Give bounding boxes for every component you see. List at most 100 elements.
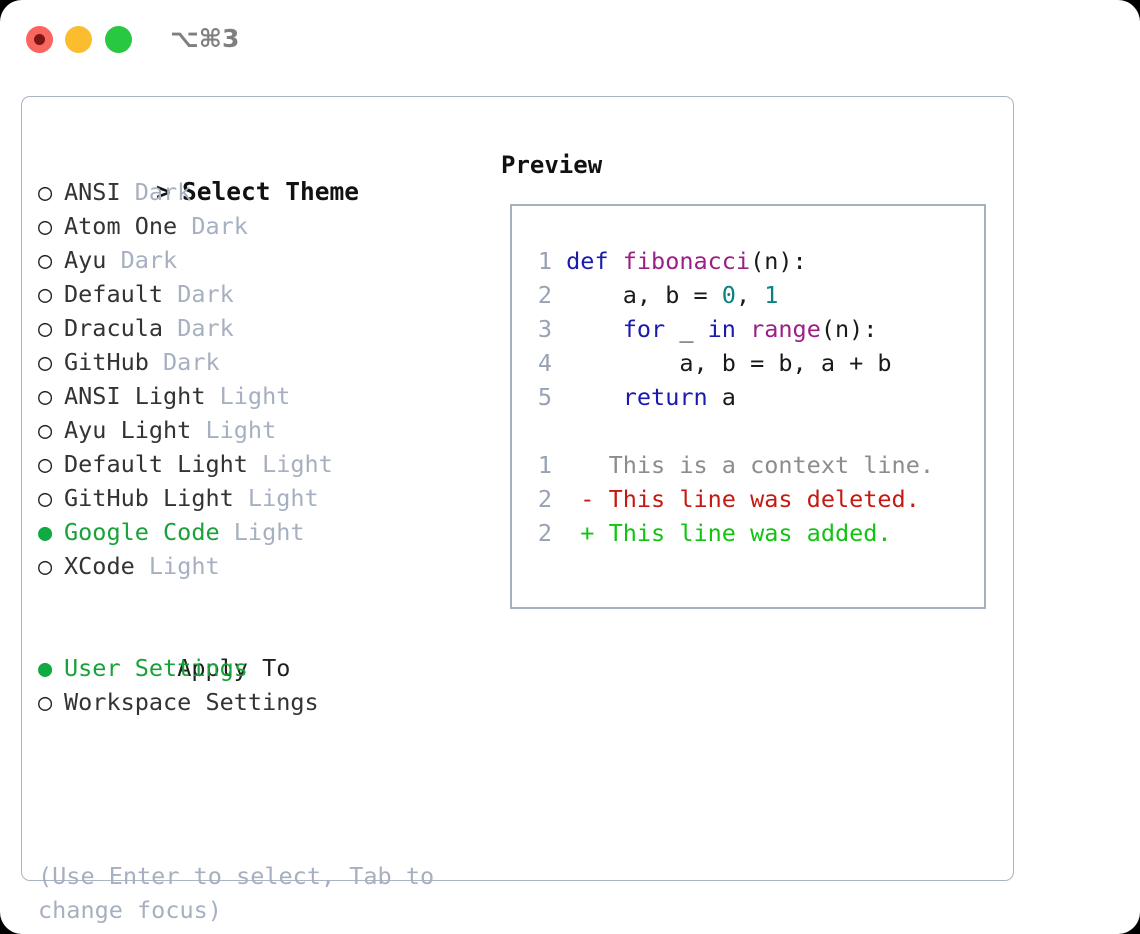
code-token-kw: in xyxy=(707,315,736,343)
theme-name: Default xyxy=(64,280,164,308)
code-line: 2 a, b = 0, 1 xyxy=(528,278,892,312)
list-spacer xyxy=(38,583,488,617)
theme-list-item[interactable]: ○ Dracula Dark xyxy=(38,311,488,345)
apply-to-label: Workspace Settings xyxy=(64,688,319,716)
theme-list-item[interactable]: ○Atom One Dark xyxy=(38,209,488,243)
theme-category-badge: Dark xyxy=(163,280,234,308)
code-token-txt: , xyxy=(735,281,765,309)
theme-category-badge: Dark xyxy=(163,314,234,342)
main-panel: >Select Theme ○ANSI Dark○Atom One Dark○A… xyxy=(21,96,1014,924)
theme-category-badge: Dark xyxy=(120,178,192,206)
preview-heading: Preview xyxy=(501,151,603,179)
code-token-txt: a, b = xyxy=(566,281,722,309)
code-token-txt xyxy=(609,247,623,275)
theme-list-item[interactable]: ○ XCode Light xyxy=(38,549,488,583)
theme-picker-column: >Select Theme ○ANSI Dark○Atom One Dark○A… xyxy=(38,141,488,719)
code-token-num: 0 xyxy=(721,281,736,309)
code-token-txt xyxy=(566,315,623,343)
code-token-num: 1 xyxy=(764,281,779,309)
line-number: 5 xyxy=(537,383,552,411)
title-bar: ⌥⌘3 xyxy=(0,0,1140,80)
radio-unselected-icon: ○ xyxy=(38,246,53,274)
line-number: 1 xyxy=(537,451,552,479)
theme-name: XCode xyxy=(64,552,135,580)
diff-line-text: + This line was added. xyxy=(552,519,892,547)
theme-list-item[interactable]: ● Google Code Light xyxy=(38,515,488,549)
theme-picker-header: >Select Theme xyxy=(38,141,488,206)
radio-unselected-icon: ○ xyxy=(38,382,53,410)
theme-name: Google Code xyxy=(64,518,220,546)
theme-name: Dracula xyxy=(64,314,164,342)
theme-list-item[interactable]: ○Ayu Light Light xyxy=(38,413,488,447)
theme-name: Ayu Light xyxy=(64,416,192,444)
radio-unselected-icon: ○ xyxy=(38,280,53,308)
diff-line-text: This is a context line. xyxy=(552,451,935,479)
keyboard-shortcut-label: ⌥⌘3 xyxy=(170,24,240,53)
code-token-txt xyxy=(736,315,750,343)
prompt-caret-icon: > xyxy=(156,177,171,206)
keyboard-hint: (Use Enter to select, Tab to change focu… xyxy=(38,862,435,924)
diff-line-text: - This line was deleted. xyxy=(552,485,920,513)
theme-name: ANSI xyxy=(64,178,121,206)
code-token-txt: a, b = b, a + b xyxy=(566,349,892,377)
radio-unselected-icon: ○ xyxy=(38,314,53,342)
radio-selected-icon: ● xyxy=(38,518,53,546)
theme-category-badge: Light xyxy=(219,518,305,546)
theme-category-badge: Dark xyxy=(106,246,178,274)
apply-to-item[interactable]: ○ Workspace Settings xyxy=(38,685,488,719)
theme-list-item[interactable]: ○ ANSI Dark xyxy=(38,175,488,209)
theme-list-item[interactable]: ○GitHub Light Light xyxy=(38,481,488,515)
code-line: 3 for _ in range(n): xyxy=(528,312,892,346)
theme-name: GitHub Light xyxy=(64,484,234,512)
theme-list: ○ANSI Dark○Atom One Dark○Ayu Dark○Defaul… xyxy=(38,175,488,583)
line-number: 1 xyxy=(537,247,552,275)
diff-line: 1 This is a context line. xyxy=(528,448,934,482)
apply-to-heading: Apply To xyxy=(177,654,291,682)
theme-list-item[interactable]: ○Default Light Light xyxy=(38,447,488,481)
theme-list-item[interactable]: ○ Default Dark xyxy=(38,277,488,311)
diff-sample: 1 This is a context line. 2 - This line w… xyxy=(528,448,934,550)
maximize-button[interactable] xyxy=(105,26,132,53)
minimize-button[interactable] xyxy=(65,26,92,53)
theme-category-badge: Light xyxy=(247,450,333,478)
radio-unselected-icon: ○ xyxy=(38,688,53,716)
theme-list-item[interactable]: ○ GitHub Dark xyxy=(38,345,488,379)
radio-unselected-icon: ○ xyxy=(38,178,53,206)
code-token-txt: a xyxy=(707,383,736,411)
line-number: 3 xyxy=(537,315,552,343)
theme-name: Atom One xyxy=(64,212,178,240)
theme-category-badge: Light xyxy=(191,416,277,444)
theme-name: ANSI Light xyxy=(64,382,206,410)
theme-category-badge: Light xyxy=(233,484,319,512)
code-token-kw: for xyxy=(622,315,666,343)
theme-name: GitHub xyxy=(64,348,149,376)
radio-unselected-icon: ○ xyxy=(38,348,53,376)
theme-category-badge: Light xyxy=(134,552,220,580)
theme-category-badge: Dark xyxy=(177,212,248,240)
theme-category-badge: Light xyxy=(205,382,291,410)
recording-indicator-icon xyxy=(34,34,45,45)
radio-unselected-icon: ○ xyxy=(38,552,53,580)
diff-line: 2 + This line was added. xyxy=(528,516,934,550)
code-token-kw: return xyxy=(622,383,708,411)
apply-to-heading-row: ○Apply To xyxy=(38,617,488,682)
code-token-fn: range xyxy=(750,315,821,343)
theme-list-item[interactable]: ○ ANSI Light Light xyxy=(38,379,488,413)
theme-list-item[interactable]: ○ Ayu Dark xyxy=(38,243,488,277)
theme-name: Ayu xyxy=(64,246,107,274)
theme-category-badge: Dark xyxy=(148,348,220,376)
code-token-kw: def xyxy=(566,247,609,275)
apply-to-item[interactable]: ●User Settings xyxy=(38,651,488,685)
code-line: 4 a, b = b, a + b xyxy=(528,346,892,380)
code-line: 5 return a xyxy=(528,380,892,414)
line-number: 2 xyxy=(537,519,552,547)
code-token-txt xyxy=(566,383,623,411)
apply-to-list: ●User Settings ○ Workspace Settings xyxy=(38,651,488,719)
radio-unselected-icon: ○ xyxy=(38,450,53,478)
line-number: 2 xyxy=(537,281,552,309)
apply-to-label: User Settings xyxy=(64,654,248,682)
code-token-txt: (n): xyxy=(820,315,878,343)
